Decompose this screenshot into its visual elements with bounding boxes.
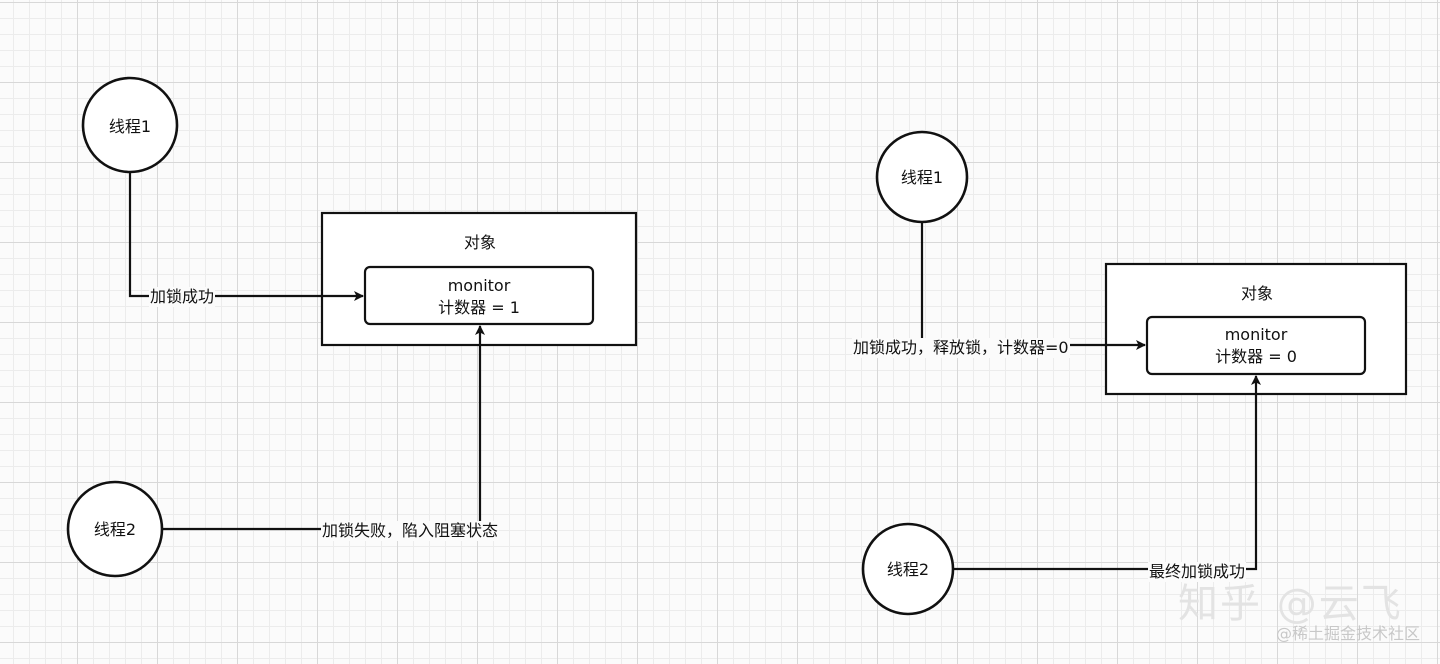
monitor-label-left: monitor (447, 276, 511, 295)
edge-thread2-to-monitor-right (953, 375, 1261, 571)
thread1-label-right: 线程1 (900, 168, 944, 187)
edge-thread2-to-monitor-left (162, 325, 485, 531)
monitor-label-right: monitor (1224, 325, 1288, 344)
juejin-watermark: @稀土掘金技术社区 (1275, 624, 1420, 643)
monitor-box-left (363, 265, 595, 326)
counter-label-right: 计数器 = 0 (1215, 347, 1297, 366)
zhihu-watermark: 知乎 @云飞 (1178, 581, 1403, 627)
monitor-box-right (1145, 315, 1367, 376)
edge-thread1-to-monitor-left (128, 172, 364, 301)
thread2-label-left: 线程2 (93, 520, 137, 539)
counter-label-left: 计数器 = 1 (438, 298, 520, 317)
thread1-label-left: 线程1 (108, 117, 152, 136)
edge-label-thread2-right: 最终加锁成功 (1148, 562, 1247, 582)
object-title-left: 对象 (463, 233, 497, 252)
object-title-right: 对象 (1240, 284, 1274, 303)
thread2-label-right: 线程2 (886, 560, 930, 579)
edge-label-thread1-right: 加锁成功，释放锁，计数器=0 (852, 338, 1070, 358)
edge-label-thread2-left: 加锁失败，陷入阻塞状态 (321, 521, 500, 541)
edge-label-thread1-left: 加锁成功 (149, 287, 216, 307)
